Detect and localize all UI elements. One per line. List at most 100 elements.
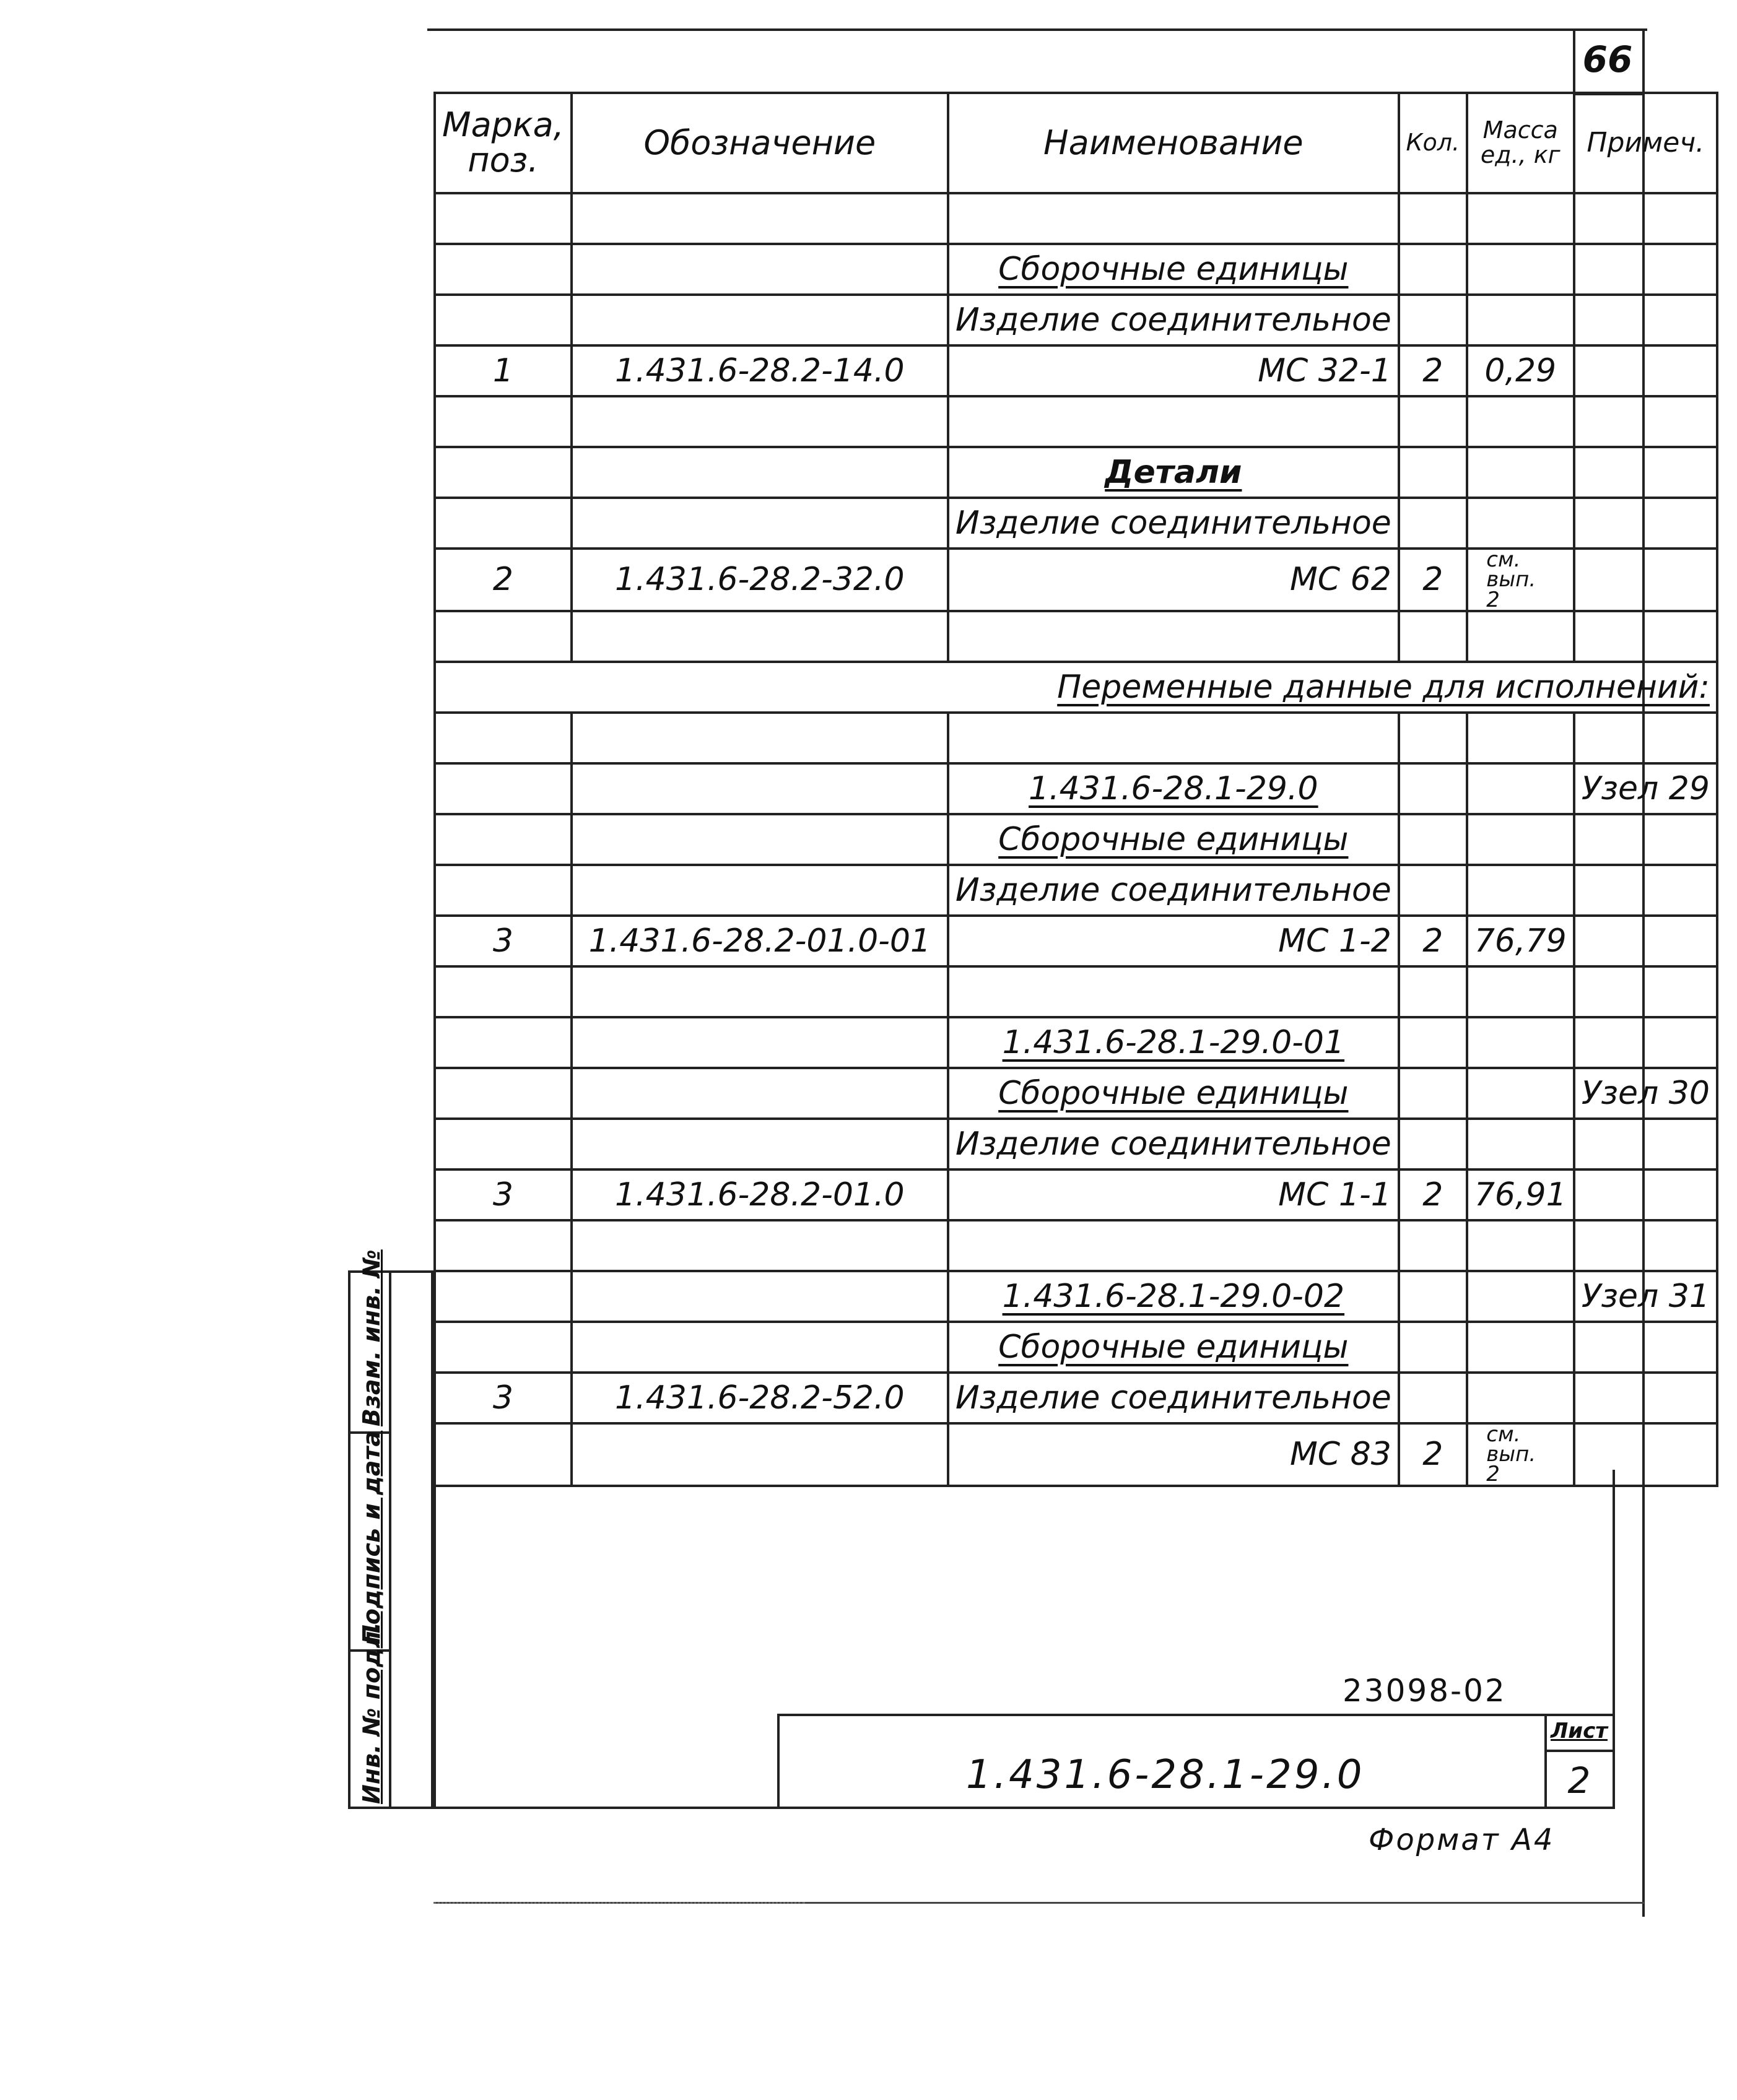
cell-qty xyxy=(1397,812,1468,866)
mass-see-reference: см. вып. 2 xyxy=(1486,549,1536,611)
cell-name: Изделие соединительное xyxy=(946,1371,1400,1425)
specification-table: Марка, поз. Обозначение Наименование Кол… xyxy=(433,92,1718,1487)
cell-qty xyxy=(1397,761,1468,815)
cell-designation xyxy=(570,243,949,296)
cell-mass xyxy=(1465,1015,1575,1069)
cell-name: Сборочные единицы xyxy=(946,812,1400,866)
cell-mass xyxy=(1465,965,1575,1018)
cell-mark xyxy=(433,1117,573,1171)
cell-note xyxy=(1572,293,1718,347)
variable-data-heading-text: Переменные данные для исполнений: xyxy=(1057,668,1710,706)
header-mass: Масса ед., кг xyxy=(1465,92,1575,194)
table-row: Изделие соединительное xyxy=(433,497,1718,550)
cell-mass: 0,29 xyxy=(1465,344,1575,397)
cell-name: МС 62 xyxy=(946,547,1400,612)
cell-designation xyxy=(570,1269,949,1323)
cell-designation xyxy=(570,1320,949,1374)
cell-name: МС 32-1 xyxy=(946,344,1400,397)
cell-mark xyxy=(433,395,573,448)
cell-mass xyxy=(1465,812,1575,866)
cell-designation: 1.431.6-28.2-01.0-01 xyxy=(570,914,949,968)
cell-mark: 3 xyxy=(433,1168,573,1221)
table-row xyxy=(433,395,1718,448)
cell-name: МС 83 xyxy=(946,1421,1400,1487)
cell-name: 1.431.6-28.1-29.0 xyxy=(946,761,1400,815)
cell-name xyxy=(946,1218,1400,1272)
cell-name: 1.431.6-28.1-29.0-01 xyxy=(946,1015,1400,1069)
sheet-number: 2 xyxy=(1567,1759,1591,1802)
table-row: Сборочные единицы xyxy=(433,243,1718,296)
cell-note xyxy=(1572,1168,1718,1221)
cell-designation xyxy=(570,1421,949,1487)
cell-name: Изделие соединительное xyxy=(946,293,1400,347)
table-header-row: Марка, поз. Обозначение Наименование Кол… xyxy=(433,92,1718,194)
cell-mass xyxy=(1465,243,1575,296)
cell-qty xyxy=(1397,1015,1468,1069)
cell-mass xyxy=(1465,395,1575,448)
cell-designation xyxy=(570,965,949,1018)
side-stamp-cell-inv-replaced xyxy=(350,1273,391,1434)
cell-qty: 2 xyxy=(1397,914,1468,968)
cell-designation: 1.431.6-28.2-01.0 xyxy=(570,1168,949,1221)
cell-mass xyxy=(1465,863,1575,917)
cell-note xyxy=(1572,812,1718,866)
title-block xyxy=(777,1714,1614,1809)
table-row xyxy=(433,192,1718,245)
cell-mark xyxy=(433,293,573,347)
cell-qty xyxy=(1397,1218,1468,1272)
cell-note xyxy=(1572,243,1718,296)
header-mark: Марка, поз. xyxy=(433,92,573,194)
cell-note xyxy=(1572,1320,1718,1374)
cell-qty xyxy=(1397,395,1468,448)
cell-note xyxy=(1572,914,1718,968)
cell-name: Изделие соединительное xyxy=(946,863,1400,917)
cell-designation xyxy=(570,1218,949,1272)
cell-qty xyxy=(1397,1320,1468,1374)
cell-designation xyxy=(570,192,949,245)
sheet-label: Лист xyxy=(1551,1719,1608,1743)
format-label: Формат А4 xyxy=(1369,1823,1555,1857)
sheet-box xyxy=(1544,1714,1614,1809)
cell-mark xyxy=(433,965,573,1018)
cell-qty xyxy=(1397,965,1468,1018)
cell-qty xyxy=(1397,1117,1468,1171)
cell-note xyxy=(1572,965,1718,1018)
cell-mass: 76,79 xyxy=(1465,914,1575,968)
cell-name: 1.431.6-28.1-29.0-02 xyxy=(946,1269,1400,1323)
cell-mark xyxy=(433,1269,573,1323)
table-row: Изделие соединительное xyxy=(433,1117,1718,1171)
cell-mark xyxy=(433,863,573,917)
cell-qty xyxy=(1397,609,1468,663)
cell-note xyxy=(1572,192,1718,245)
cell-designation: 1.431.6-28.2-32.0 xyxy=(570,547,949,612)
cell-mass xyxy=(1465,761,1575,815)
cell-designation: 1.431.6-28.2-14.0 xyxy=(570,344,949,397)
cell-note xyxy=(1572,497,1718,550)
cell-name: МС 1-2 xyxy=(946,914,1400,968)
side-stamp-signature-date: Подпись и дата xyxy=(358,1430,385,1644)
cell-note xyxy=(1572,344,1718,397)
cell-qty xyxy=(1397,1269,1468,1323)
cell-qty xyxy=(1397,1066,1468,1120)
cell-mark xyxy=(433,609,573,663)
cell-mass xyxy=(1465,1066,1575,1120)
cell-qty: 2 xyxy=(1397,1168,1468,1221)
cell-note xyxy=(1572,711,1718,765)
cell-designation xyxy=(570,761,949,815)
cell-designation xyxy=(570,1066,949,1120)
cell-note xyxy=(1572,1015,1718,1069)
table-row: 1.431.6-28.1-29.0-01 xyxy=(433,1015,1718,1069)
cell-mark xyxy=(433,1218,573,1272)
cell-note xyxy=(1572,609,1718,663)
cell-mass xyxy=(1465,609,1575,663)
cell-designation xyxy=(570,711,949,765)
cell-name xyxy=(946,711,1400,765)
